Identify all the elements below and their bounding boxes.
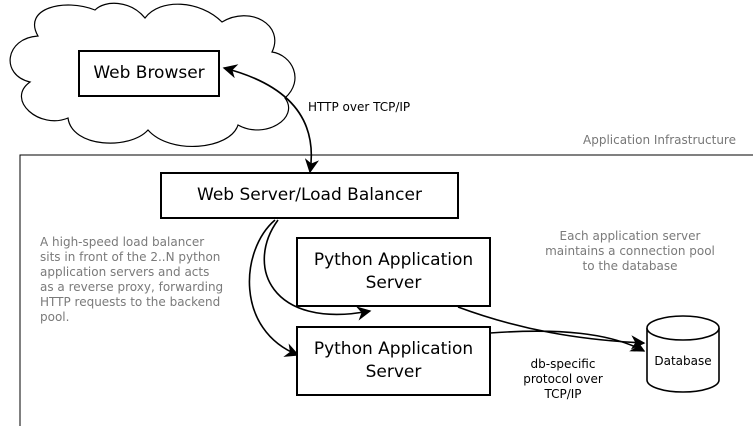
note-line: Each application server [559,229,701,243]
database-cylinder [646,315,720,393]
app-server-2-node: Python Application Server [296,326,491,396]
db-protocol-line: TCP/IP [544,387,582,401]
web-browser-node: Web Browser [78,50,220,97]
db-protocol-label: db-specific protocol over TCP/IP [508,357,618,402]
note-line: sits in front of the 2..N python [40,250,221,264]
note-line: as a reverse proxy, forwarding [40,280,224,294]
note-line: application servers and acts [40,265,210,279]
note-line: maintains a connection pool [545,244,715,258]
note-line: to the database [582,259,678,273]
note-line: HTTP requests to the backend [40,295,221,309]
app2-to-db-arrow [489,330,646,352]
note-line: A high-speed load balancer [40,235,205,249]
load-balancer-note: A high-speed load balancer sits in front… [40,235,223,325]
note-line: pool. [40,310,70,324]
http-label: HTTP over TCP/IP [308,100,411,114]
db-protocol-line: db-specific [530,357,596,371]
load-balancer-node: Web Server/Load Balancer [160,172,459,219]
infrastructure-boundary [19,154,753,426]
connection-pool-note: Each application server maintains a conn… [530,229,730,274]
lb-to-app2-arrow [248,219,300,357]
database-label: Database [654,354,712,368]
http-arrow [222,64,320,174]
lb-to-app1-arrow [263,219,372,321]
infrastructure-label: Application Infrastructure [583,133,736,147]
db-protocol-line: protocol over [523,372,603,386]
app-server-1-node: Python Application Server [296,237,491,307]
